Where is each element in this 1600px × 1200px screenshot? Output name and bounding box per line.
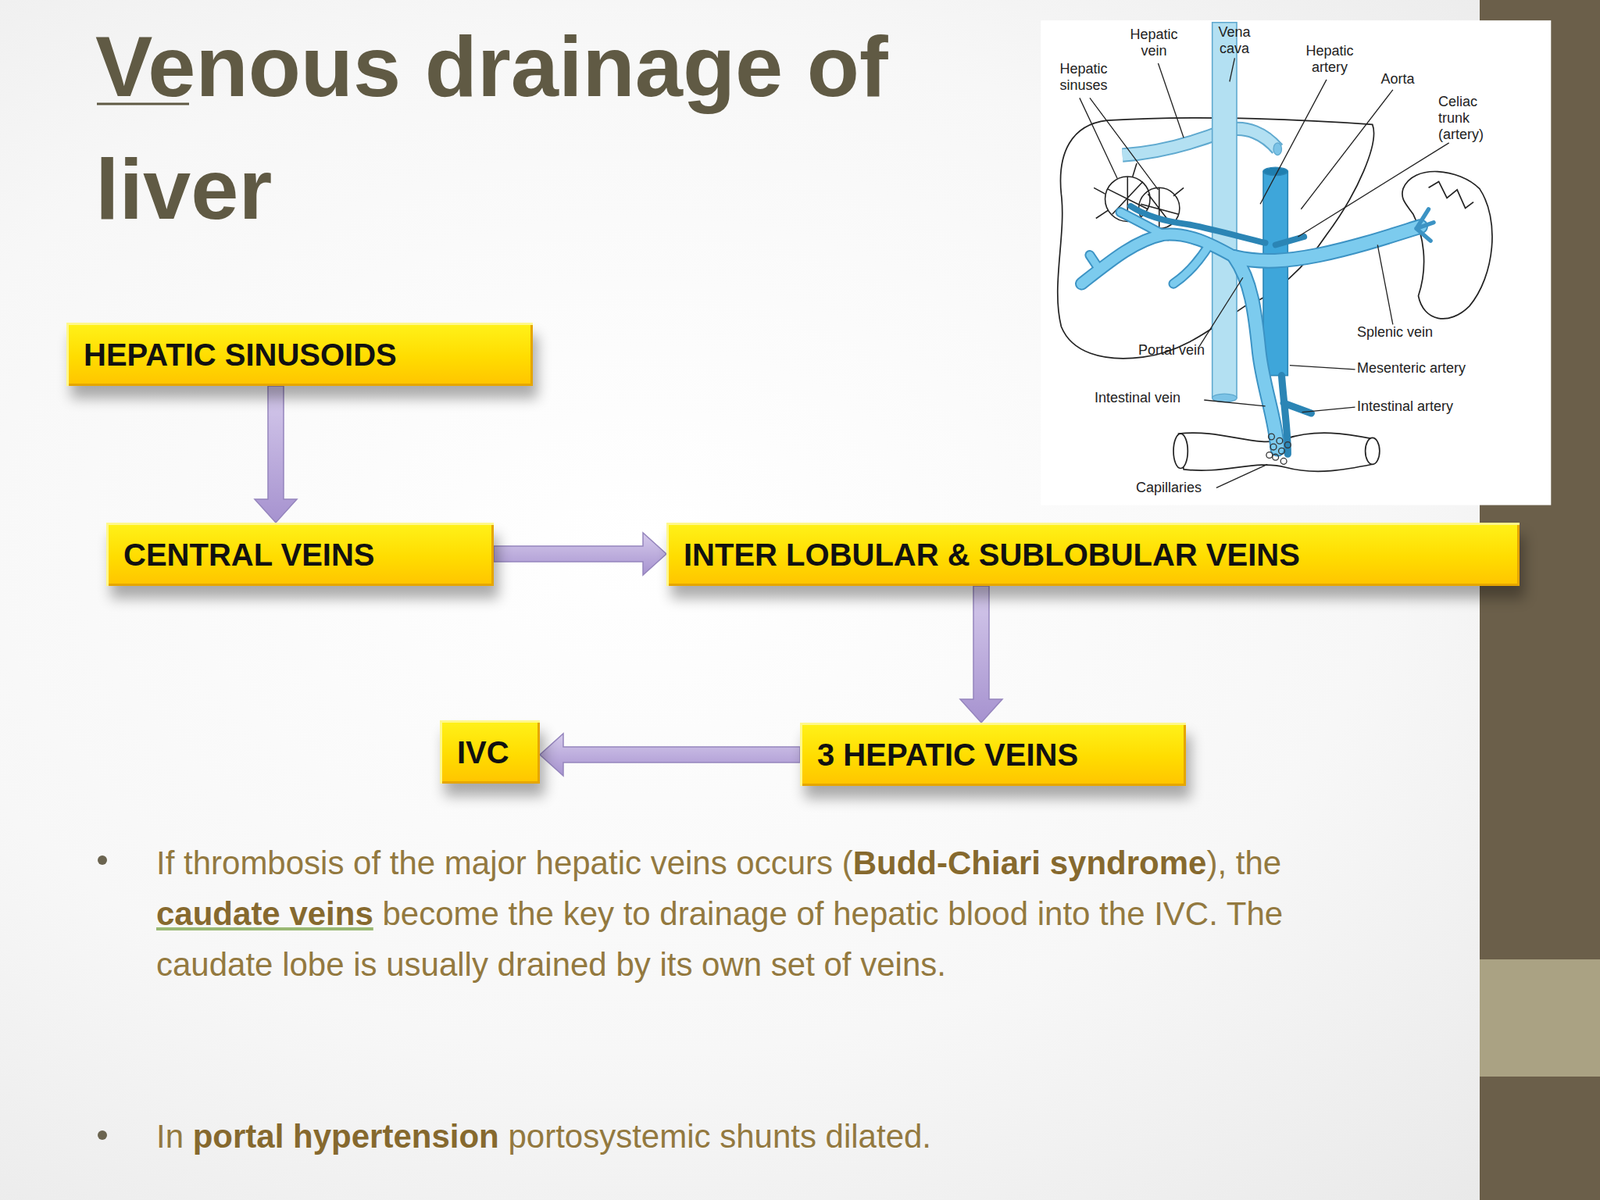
slide-title: Venous drainage of liver — [95, 4, 994, 250]
text-run: If thrombosis of the major hepatic veins… — [156, 844, 854, 882]
capillaries — [1272, 453, 1279, 461]
capillaries — [1270, 443, 1277, 450]
portal-vein — [1234, 257, 1278, 450]
text-run: ), the — [1206, 844, 1282, 882]
part-label: Hepatic sinuses — [1048, 60, 1119, 94]
leader-line — [1079, 97, 1159, 190]
leader-line — [1377, 244, 1393, 325]
aorta — [1263, 171, 1288, 375]
hepatic-vein — [1122, 128, 1283, 156]
part-label: Celiac trunk (artery) — [1438, 93, 1501, 143]
hepatic-artery — [1130, 206, 1304, 246]
part-label: Aorta — [1374, 71, 1422, 88]
organ-outline — [1428, 181, 1474, 208]
box-label: HEPATIC SINUSOIDS — [83, 336, 533, 373]
text-run: portosystemic shunts dilated. — [499, 1117, 932, 1155]
bullet-note: In portal hypertension portosystemic shu… — [156, 1110, 1329, 1162]
portal-vein — [1234, 257, 1278, 450]
process-box: 3 HEPATIC VEINS — [800, 722, 1186, 786]
portal-vein — [1416, 209, 1434, 241]
process-box: INTER LOBULAR & SUBLOBULAR VEINS — [666, 522, 1520, 586]
box-label: 3 HEPATIC VEINS — [817, 736, 1186, 773]
part-label: Mesenteric artery — [1357, 360, 1466, 377]
capillaries — [1276, 437, 1283, 444]
hepatic-vein — [1122, 128, 1279, 156]
part-label: Portal vein — [1138, 342, 1205, 359]
capillaries — [1280, 457, 1287, 465]
mesenteric-artery — [1281, 375, 1311, 455]
flow-arrow — [960, 585, 1003, 723]
bullet-dot — [97, 1130, 108, 1140]
part-label: Intestinal vein — [1094, 389, 1181, 407]
leader-line — [1297, 142, 1449, 237]
bullet-dot — [97, 855, 108, 865]
text-run: In — [156, 1117, 193, 1155]
part-label: Intestinal artery — [1357, 398, 1454, 415]
flow-arrow — [254, 385, 297, 523]
bullet-note: If thrombosis of the major hepatic veins… — [156, 837, 1329, 990]
leader-line — [1229, 57, 1236, 82]
leader-line — [1289, 365, 1356, 370]
hepatic-vein — [1122, 128, 1279, 156]
intestine — [1173, 433, 1188, 468]
capillaries — [1284, 442, 1291, 449]
text-run: Budd-Chiari syndrome — [853, 844, 1208, 882]
text-run: portal hypertension — [192, 1117, 500, 1155]
flow-arrow — [493, 532, 667, 575]
flow-arrow — [539, 733, 800, 776]
capillaries — [1278, 447, 1286, 454]
leader-line — [1260, 79, 1327, 204]
hepatic-artery — [1130, 206, 1265, 243]
capillaries — [1266, 433, 1291, 465]
portal-vein — [1081, 234, 1235, 284]
leader-line — [1199, 277, 1243, 347]
part-label: Splenic vein — [1357, 324, 1433, 341]
vena-cava — [1212, 22, 1237, 403]
part-label: Vena cava — [1210, 24, 1258, 58]
vena-cava — [1212, 22, 1237, 399]
leader-line — [1300, 89, 1393, 210]
process-box: HEPATIC SINUSOIDS — [66, 322, 533, 386]
intestine — [1365, 437, 1380, 465]
capillaries — [1268, 433, 1275, 440]
aorta — [1263, 167, 1288, 375]
hepatic-vein — [1273, 142, 1282, 156]
portal-vein — [1081, 234, 1235, 284]
leader-line — [1203, 400, 1265, 407]
side-band-accent — [1479, 959, 1600, 1077]
part-label: Hepatic vein — [1118, 26, 1190, 60]
box-label: INTER LOBULAR & SUBLOBULAR VEINS — [683, 536, 1520, 573]
capillaries — [1266, 452, 1273, 459]
box-label: CENTRAL VEINS — [123, 536, 494, 573]
leader-line — [1216, 464, 1268, 488]
leader-line — [1079, 57, 1450, 488]
part-label: Capillaries — [1135, 479, 1202, 497]
process-box: IVC — [439, 720, 540, 784]
text-run: caudate veins — [156, 895, 374, 933]
part-label: Hepatic artery — [1294, 42, 1365, 76]
organ-outline — [1402, 171, 1493, 319]
leader-line — [1157, 63, 1184, 138]
leader-line — [1302, 407, 1356, 413]
box-label: IVC — [457, 734, 540, 771]
process-box: CENTRAL VEINS — [106, 522, 494, 586]
hepatic-artery — [1275, 236, 1305, 245]
illustration-panel — [1040, 20, 1551, 505]
mesenteric-artery — [1281, 375, 1311, 455]
